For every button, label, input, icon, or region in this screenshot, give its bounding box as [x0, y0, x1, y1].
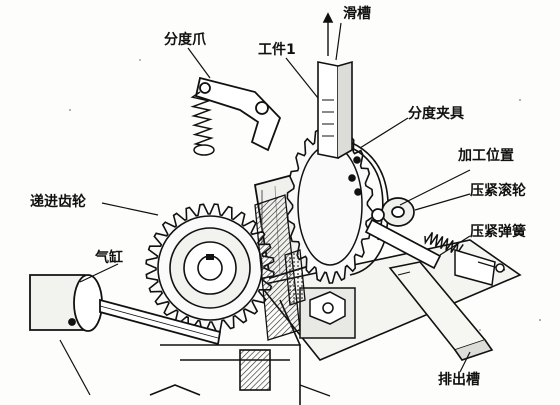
clamp-spring — [424, 231, 506, 286]
label-workpiece: 工件1 — [258, 42, 296, 58]
label-feed-gear: 递进齿轮 — [30, 194, 86, 210]
label-machining-position: 加工位置 — [458, 148, 514, 164]
label-slide-groove: 滑槽 — [343, 6, 371, 22]
label-index-fixture: 分度夹具 — [408, 106, 464, 122]
slide-groove — [317, 12, 353, 159]
label-discharge-groove: 排出槽 — [438, 372, 480, 388]
gear-band — [254, 194, 306, 341]
discharge-groove — [388, 261, 494, 361]
label-clamp-roller: 压紧滚轮 — [470, 183, 526, 199]
pawl-spring — [190, 91, 215, 156]
label-clamp-spring: 压紧弹簧 — [470, 224, 526, 240]
label-cylinder: 气缸 — [95, 250, 123, 266]
lower-frame — [149, 344, 301, 405]
scan-speckles — [39, 59, 541, 331]
clamp-roller-arm — [364, 197, 442, 270]
label-index-pawl: 分度爪 — [164, 32, 206, 48]
support-block — [299, 287, 356, 339]
pneumatic-cylinder — [29, 274, 222, 396]
leader-lines — [79, 22, 471, 397]
feed-gear — [145, 203, 275, 333]
